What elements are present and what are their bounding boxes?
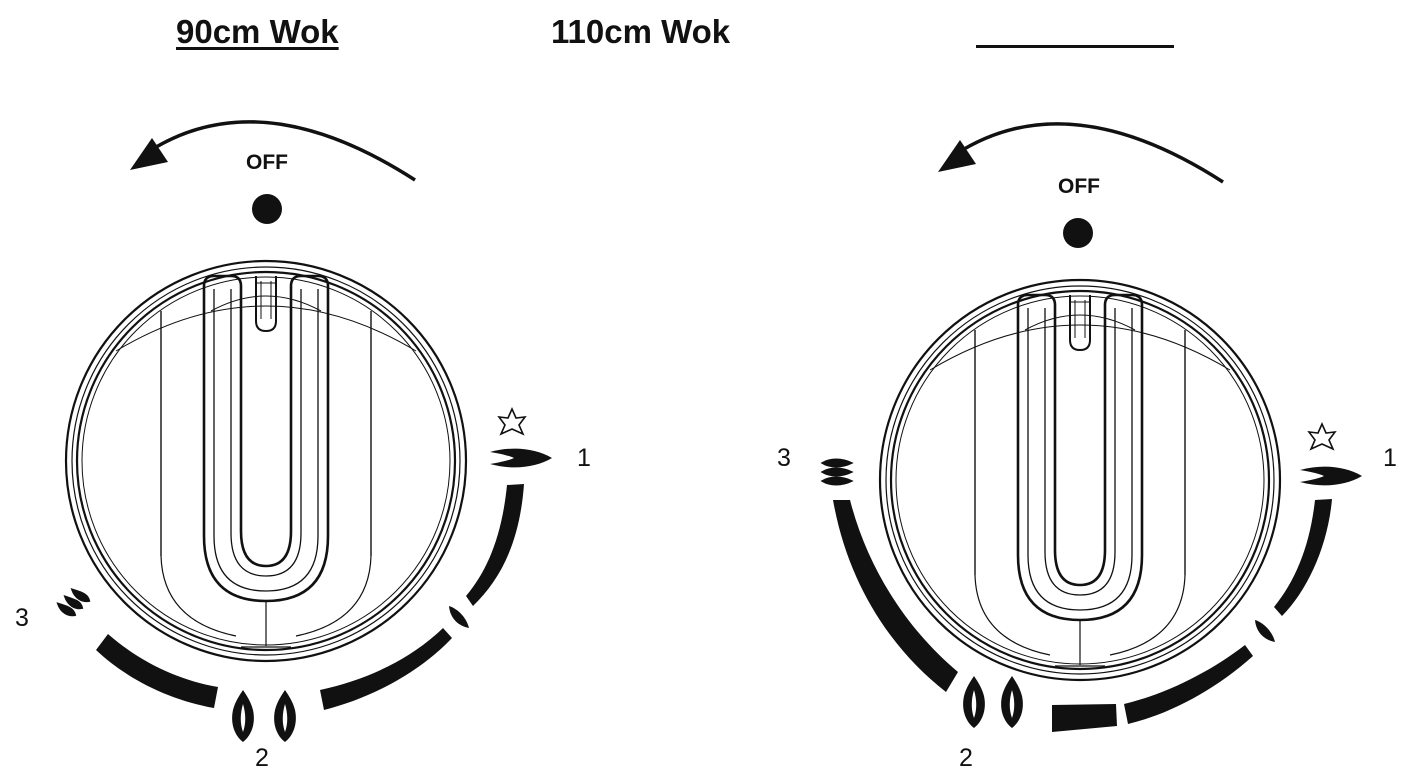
title-underline-blank — [976, 45, 1174, 48]
flame-double-icon — [1001, 676, 1023, 728]
scale-bar — [1124, 645, 1253, 724]
flame-triple-icon — [820, 458, 854, 486]
position-1-label: 1 — [1383, 444, 1397, 472]
title-90cm-wok: 90cm Wok — [176, 13, 339, 50]
scale-bar — [466, 484, 524, 606]
rotation-arrow-icon — [936, 122, 1225, 184]
flame-double-icon — [274, 690, 296, 742]
position-3-label: 3 — [777, 444, 791, 472]
position-2-label: 2 — [255, 744, 269, 772]
flame-double-icon — [963, 676, 985, 728]
flame-large-icon — [1300, 466, 1362, 486]
ignition-star-icon — [1308, 423, 1336, 450]
flame-large-icon — [490, 448, 552, 468]
scale-bar — [320, 628, 452, 710]
off-dot-icon — [252, 194, 282, 224]
off-label: OFF — [1058, 175, 1100, 198]
position-2-label: 2 — [959, 744, 973, 772]
knob-110cm: OFF 1 2 3 — [777, 122, 1397, 772]
control-knob-icon — [64, 259, 468, 663]
flame-double-icon — [232, 690, 254, 742]
scale-bar — [833, 500, 958, 692]
scale-bar — [1052, 704, 1117, 732]
position-3-label: 3 — [15, 604, 29, 632]
title-110cm-wok: 110cm Wok — [551, 13, 731, 50]
control-knob-icon — [878, 278, 1282, 682]
flame-small-icon — [1255, 620, 1275, 642]
scale-bar — [1274, 499, 1332, 616]
off-dot-icon — [1063, 218, 1093, 248]
ignition-star-icon — [498, 408, 526, 435]
position-1-label: 1 — [577, 444, 591, 472]
knob-90cm: OFF 1 2 3 — [15, 120, 591, 772]
flame-small-icon — [449, 606, 469, 628]
scale-bar — [96, 634, 218, 708]
off-label: OFF — [246, 151, 288, 174]
flame-triple-icon — [56, 587, 91, 617]
